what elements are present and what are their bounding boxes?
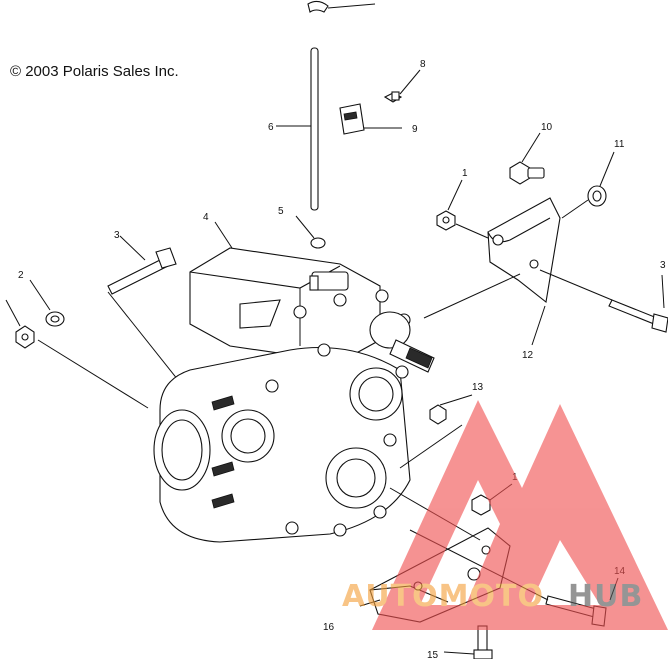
callout-3-right: 3 (660, 260, 666, 271)
nut-1-upper-part (436, 179, 489, 239)
callout-4: 4 (203, 212, 209, 223)
watermark-logo: AUTOMOTO HUB (342, 400, 668, 630)
watermark-text-a: AUTOMOTO (342, 579, 544, 614)
callout-16: 16 (323, 622, 335, 633)
watermark-text-b: HUB (568, 579, 643, 614)
callout-1-upper: 1 (462, 168, 468, 179)
shift-rod-part (276, 47, 319, 211)
washer-2-part (29, 279, 65, 327)
nut-13-part (399, 394, 473, 469)
callout-10: 10 (541, 122, 553, 133)
nut-11-part (561, 151, 615, 219)
callout-12: 12 (522, 350, 534, 361)
transmission-housing-part (153, 247, 435, 543)
small-bolt-part (383, 69, 421, 103)
watermark-triangle-icon (372, 400, 668, 630)
bolt-3-right-part (608, 274, 668, 333)
nut-5-part (295, 215, 326, 249)
callout-11: 11 (614, 139, 625, 150)
callout-9: 9 (412, 124, 418, 135)
callout-6: 6 (268, 122, 274, 133)
callout-15: 15 (427, 650, 439, 659)
bolt-3-left-part (107, 235, 183, 386)
clip-part (339, 103, 402, 135)
callout-5: 5 (278, 206, 284, 217)
top-clamp-part (307, 0, 376, 13)
bolt-10-part (509, 132, 545, 185)
callout-13: 13 (472, 382, 484, 393)
callout-8: 8 (420, 59, 426, 70)
bolt-15-part (443, 625, 493, 659)
nut-left-part (5, 299, 149, 409)
copyright-text: © 2003 Polaris Sales Inc. (10, 63, 179, 80)
callout-3-left: 3 (114, 230, 120, 241)
callout-2: 2 (18, 270, 24, 281)
mount-bracket-12-part (423, 197, 613, 346)
